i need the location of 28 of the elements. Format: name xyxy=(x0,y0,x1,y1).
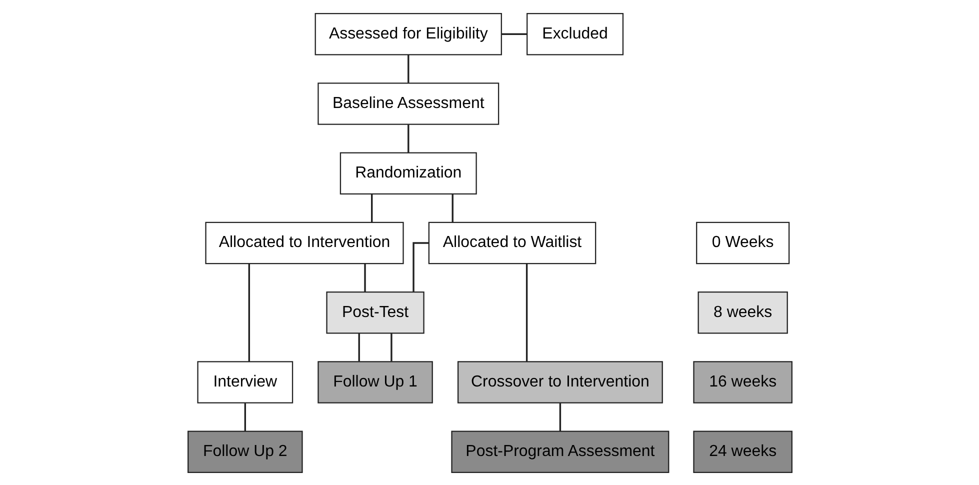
node-box: Randomization xyxy=(339,152,476,194)
connector xyxy=(451,194,453,222)
node-box: Allocated to Waitlist xyxy=(428,221,596,264)
connector xyxy=(558,402,561,430)
node-box: 8 weeks xyxy=(697,291,788,334)
node-box: Follow Up 1 xyxy=(317,360,432,403)
connector xyxy=(407,124,409,152)
node-box: Baseline Assessment xyxy=(317,82,499,124)
connector xyxy=(370,194,372,222)
connector xyxy=(500,32,526,34)
node-box: Follow Up 2 xyxy=(187,430,302,472)
connector xyxy=(358,333,360,361)
connector xyxy=(407,54,409,82)
connector xyxy=(244,402,246,430)
connector xyxy=(364,263,366,292)
node-box: Assessed for Eligibility xyxy=(314,12,502,55)
node-box: Excluded xyxy=(526,12,624,55)
connector xyxy=(248,263,250,362)
node-box: Allocated to Intervention xyxy=(204,221,404,264)
node-box: 24 weeks xyxy=(692,430,792,472)
node-box: Post-Test xyxy=(326,291,424,334)
node-box: 16 weeks xyxy=(692,360,792,403)
node-box: Post-Program Assessment xyxy=(450,430,669,472)
connector xyxy=(390,333,392,361)
node-box: Crossover to Intervention xyxy=(456,360,662,403)
node-box: 0 Weeks xyxy=(696,221,790,264)
connector xyxy=(525,263,528,362)
node-box: Interview xyxy=(196,360,293,403)
